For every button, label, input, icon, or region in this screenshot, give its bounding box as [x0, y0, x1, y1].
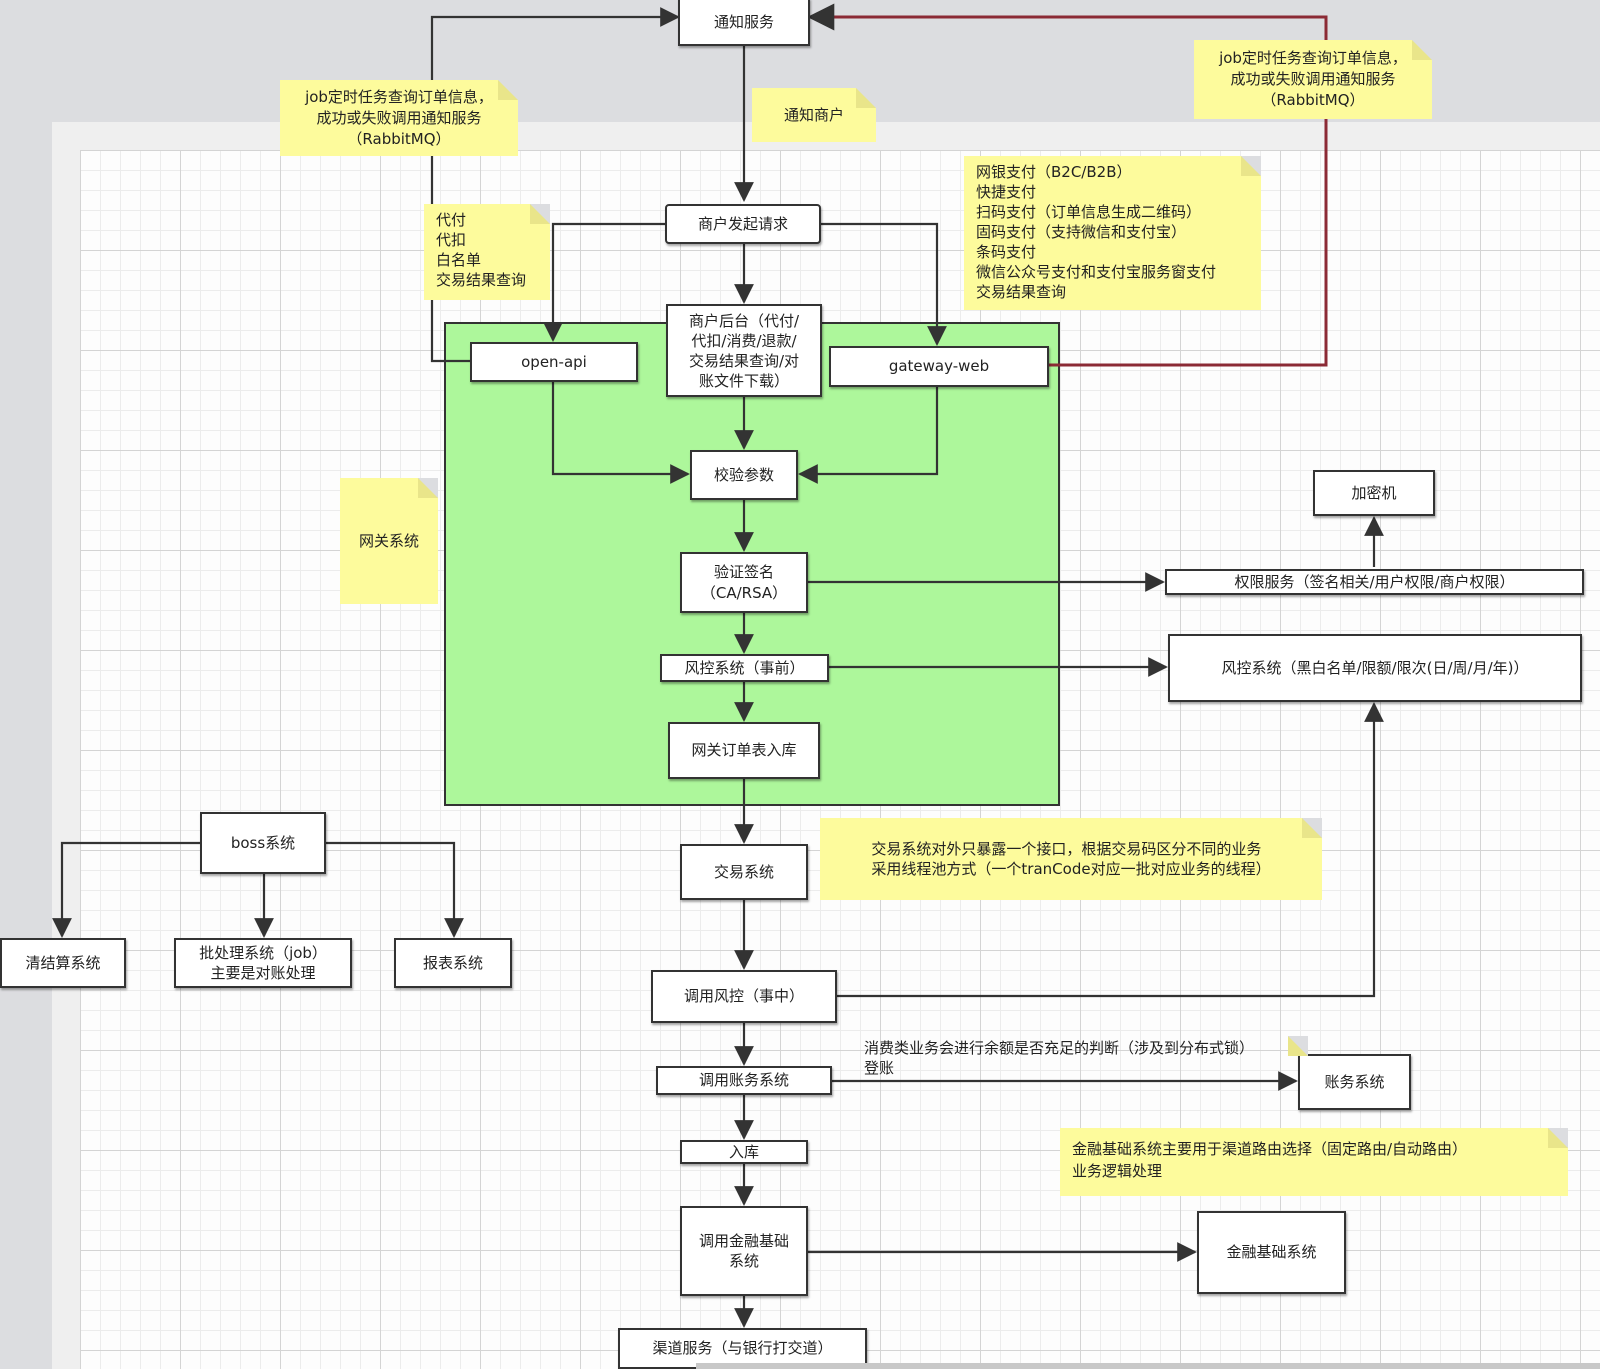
- channel-service-box[interactable]: 渠道服务（与银行打交道）: [618, 1328, 867, 1369]
- finance-base-system-box[interactable]: 金融基础系统: [1197, 1211, 1346, 1294]
- verify-signature-box[interactable]: 验证签名 （CA/RSA）: [680, 552, 808, 613]
- note-gateway-system[interactable]: 网关系统: [340, 478, 438, 604]
- call-accounting-box[interactable]: 调用账务系统: [656, 1066, 832, 1095]
- edge-request-to-openapi: [543, 222, 665, 342]
- trade-system-box[interactable]: 交易系统: [680, 844, 808, 900]
- merchant-request-box[interactable]: 商户发起请求: [665, 204, 821, 244]
- edge-boss-to-report: [326, 841, 464, 938]
- accounting-system-box[interactable]: 账务系统: [1298, 1054, 1411, 1110]
- note-notify-merchant[interactable]: 通知商户: [752, 88, 876, 142]
- risk-system-box[interactable]: 风控系统（黑白名单/限额/限次(日/周/月/年)）: [1168, 634, 1582, 702]
- gateway-order-store-box[interactable]: 网关订单表入库: [668, 722, 820, 779]
- note-gateway-functions[interactable]: 网银支付（B2C/B2B） 快捷支付 扫码支付（订单信息生成二维码） 固码支付（…: [964, 156, 1261, 310]
- report-system-box[interactable]: 报表系统: [394, 938, 512, 988]
- bottom-scrollbar[interactable]: [696, 1363, 1600, 1369]
- risk-pre-box[interactable]: 风控系统（事前）: [660, 654, 829, 682]
- note-openapi-functions[interactable]: 代付 代扣 白名单 交易结果查询: [424, 204, 550, 300]
- note-finance-desc[interactable]: 金融基础系统主要用于渠道路由选择（固定路由/自动路由） 业务逻辑处理: [1060, 1128, 1568, 1196]
- gateway-web-box[interactable]: gateway-web: [829, 346, 1049, 387]
- merchant-backend-box[interactable]: 商户后台（代付/ 代扣/消费/退款/ 交易结果查询/对 账文件下载）: [666, 304, 822, 397]
- note-accounting-desc[interactable]: 消费类业务会进行余额是否充足的判断（涉及到分布式锁） 登账: [852, 1036, 1308, 1077]
- call-risk-mid-box[interactable]: 调用风控（事中）: [651, 970, 837, 1023]
- edge-callrisk-to-risksystem: [837, 702, 1384, 998]
- permission-service-box[interactable]: 权限服务（签名相关/用户权限/商户权限）: [1165, 569, 1584, 595]
- store-box[interactable]: 入库: [680, 1140, 808, 1164]
- note-job-right[interactable]: job定时任务查询订单信息， 成功或失败调用通知服务 （RabbitMQ）: [1194, 40, 1432, 119]
- note-job-left[interactable]: job定时任务查询订单信息， 成功或失败调用通知服务 （RabbitMQ）: [280, 80, 518, 156]
- call-finance-base-box[interactable]: 调用金融基础 系统: [680, 1206, 808, 1296]
- edge-openapi-to-validate: [551, 382, 690, 484]
- open-api-box[interactable]: open-api: [470, 342, 638, 382]
- notify-service-box[interactable]: 通知服务: [678, 0, 810, 46]
- note-trade-desc[interactable]: 交易系统对外只暴露一个接口，根据交易码区分不同的业务 采用线程池方式（一个tra…: [820, 818, 1322, 900]
- batch-system-box[interactable]: 批处理系统（job） 主要是对账处理: [174, 938, 352, 988]
- edge-gatewayweb-to-validate: [798, 387, 939, 484]
- edge-openapi-to-notify: [430, 7, 680, 363]
- edge-gatewayweb-to-notify: [807, 3, 1328, 367]
- clearing-system-box[interactable]: 清结算系统: [0, 938, 126, 988]
- edge-boss-to-clearing: [52, 841, 200, 938]
- edge-request-to-gatewayweb: [820, 222, 947, 346]
- boss-system-box[interactable]: boss系统: [200, 812, 326, 874]
- validate-params-box[interactable]: 校验参数: [690, 450, 798, 500]
- encryptor-box[interactable]: 加密机: [1313, 470, 1435, 516]
